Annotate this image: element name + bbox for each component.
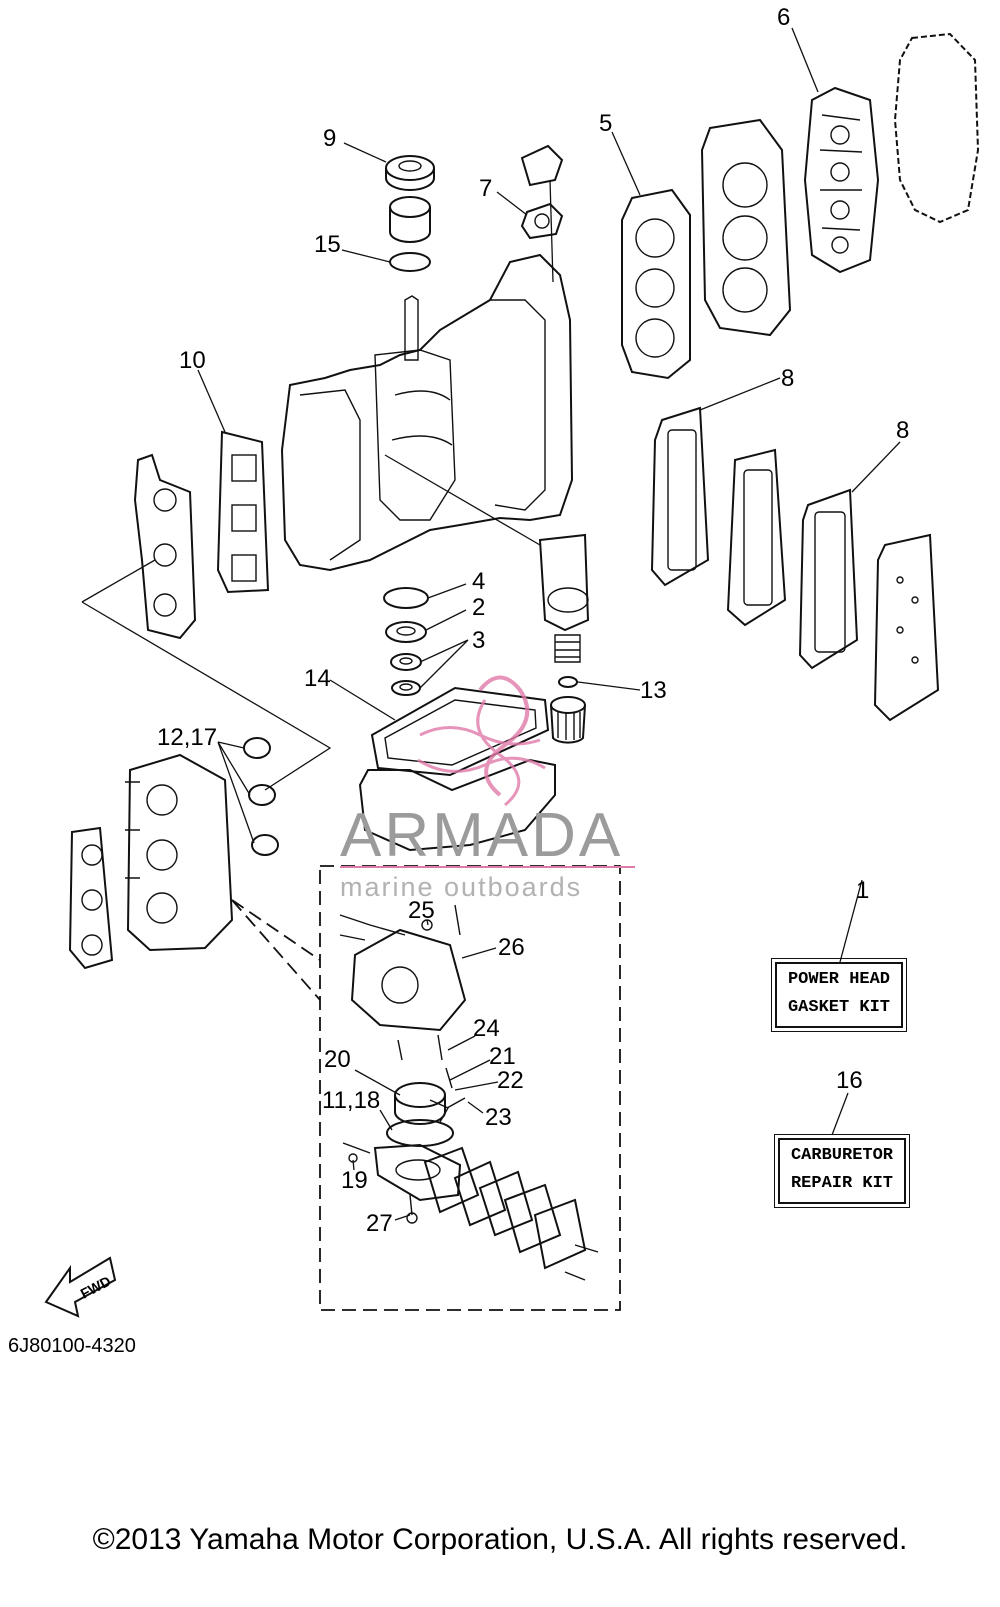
callout-8-lower: 8	[896, 417, 909, 444]
float-20-drawing	[394, 1082, 449, 1125]
forward-arrow-icon: FWD	[44, 1256, 117, 1318]
cylinder-head-gasket-5-drawing	[621, 188, 691, 380]
carburetor-kit-line1: CARBURETOR	[790, 1146, 894, 1165]
callout-1: 1	[856, 877, 869, 904]
bearing-housing-drawing	[389, 196, 431, 243]
watermark-underline	[340, 866, 635, 868]
oil-seal-3b-drawing	[391, 680, 421, 696]
leader-lines	[81, 27, 901, 1221]
callout-10: 10	[179, 347, 206, 374]
o-ring-15-drawing	[389, 252, 431, 272]
callout-12-17: 12,17	[157, 724, 217, 751]
watermark-title: ARMADA	[340, 801, 624, 870]
callout-7: 7	[479, 175, 492, 202]
cylinder-head-drawing	[700, 118, 792, 337]
gasket-10-drawing	[216, 430, 270, 594]
callout-23: 23	[485, 1104, 512, 1131]
callout-13: 13	[640, 677, 667, 704]
cylinder-head-cover-gasket-6-drawing	[803, 86, 880, 274]
callout-8-upper: 8	[781, 365, 794, 392]
copyright-notice: ©2013 Yamaha Motor Corporation, U.S.A. A…	[92, 1523, 908, 1556]
gasket-12-17-drawing	[243, 737, 279, 856]
callout-4: 4	[472, 568, 485, 595]
power-head-kit-line2: GASKET KIT	[787, 998, 891, 1017]
power-head-gasket-kit-box: POWER HEAD GASKET KIT	[771, 958, 907, 1032]
callout-15: 15	[314, 231, 341, 258]
callout-2: 2	[472, 594, 485, 621]
callout-5: 5	[599, 110, 612, 137]
watermark-subtitle: marine outboards	[340, 872, 583, 902]
screw-19-drawing	[342, 1142, 371, 1163]
power-head-kit-line1: POWER HEAD	[787, 970, 891, 989]
exhaust-outer-cover-drawing	[893, 32, 980, 224]
cylinder-block-drawing	[280, 253, 574, 572]
callout-26: 26	[498, 934, 525, 961]
exhaust-gasket-8b-drawing	[798, 488, 859, 670]
diagram-number: 6J80100-4320	[8, 1335, 136, 1357]
exhaust-outer-plate-drawing	[873, 533, 940, 722]
forward-label: FWD	[78, 1273, 114, 1302]
callout-19: 19	[341, 1167, 368, 1194]
exhaust-inner-cover-drawing	[726, 448, 787, 627]
exhaust-gasket-8a-drawing	[650, 406, 710, 587]
pump-housing-drawing	[538, 533, 590, 663]
callout-3: 3	[472, 627, 485, 654]
callout-16: 16	[836, 1067, 863, 1094]
detail-connector-lines	[231, 899, 321, 1001]
o-ring-4-drawing	[383, 587, 429, 609]
screw-27-drawing	[406, 1194, 418, 1224]
callout-20: 20	[324, 1046, 351, 1073]
lower-case-drawing	[358, 758, 556, 852]
carburetor-repair-kit-box: CARBURETOR REPAIR KIT	[774, 1134, 910, 1208]
callout-27: 27	[366, 1210, 393, 1237]
callout-22: 22	[497, 1067, 524, 1094]
callout-labels: 6 9 7 5 15 10 8 8 4 2 3 14 13 12,17 1 25…	[157, 4, 909, 1237]
intake-plate-drawing	[133, 453, 197, 640]
o-ring-13-drawing	[558, 676, 578, 688]
callout-24: 24	[473, 1015, 500, 1042]
oil-seal-3a-drawing	[390, 653, 422, 671]
filter-drawing	[550, 696, 586, 744]
callout-21: 21	[489, 1043, 516, 1070]
thermostat-cover-drawing	[520, 144, 564, 240]
carburetor-kit-line2: REPAIR KIT	[790, 1174, 894, 1193]
oil-seal-9-drawing	[385, 155, 435, 191]
carburetor-detail-drawing	[339, 904, 467, 1109]
callout-11-18: 11,18	[322, 1087, 380, 1114]
gasket-14-drawing	[370, 686, 550, 777]
callout-6: 6	[777, 4, 790, 31]
watermark-logo-icon	[417, 675, 546, 807]
callout-14: 14	[304, 665, 331, 692]
oil-seal-2-drawing	[385, 621, 427, 643]
carburetor-assembly-drawing	[125, 753, 234, 952]
intake-gasket-drawing	[68, 826, 114, 970]
callout-9: 9	[323, 125, 336, 152]
reed-valve-stack-drawing	[423, 1146, 599, 1281]
float-chamber-drawing	[373, 1143, 462, 1202]
callout-25: 25	[408, 897, 435, 924]
